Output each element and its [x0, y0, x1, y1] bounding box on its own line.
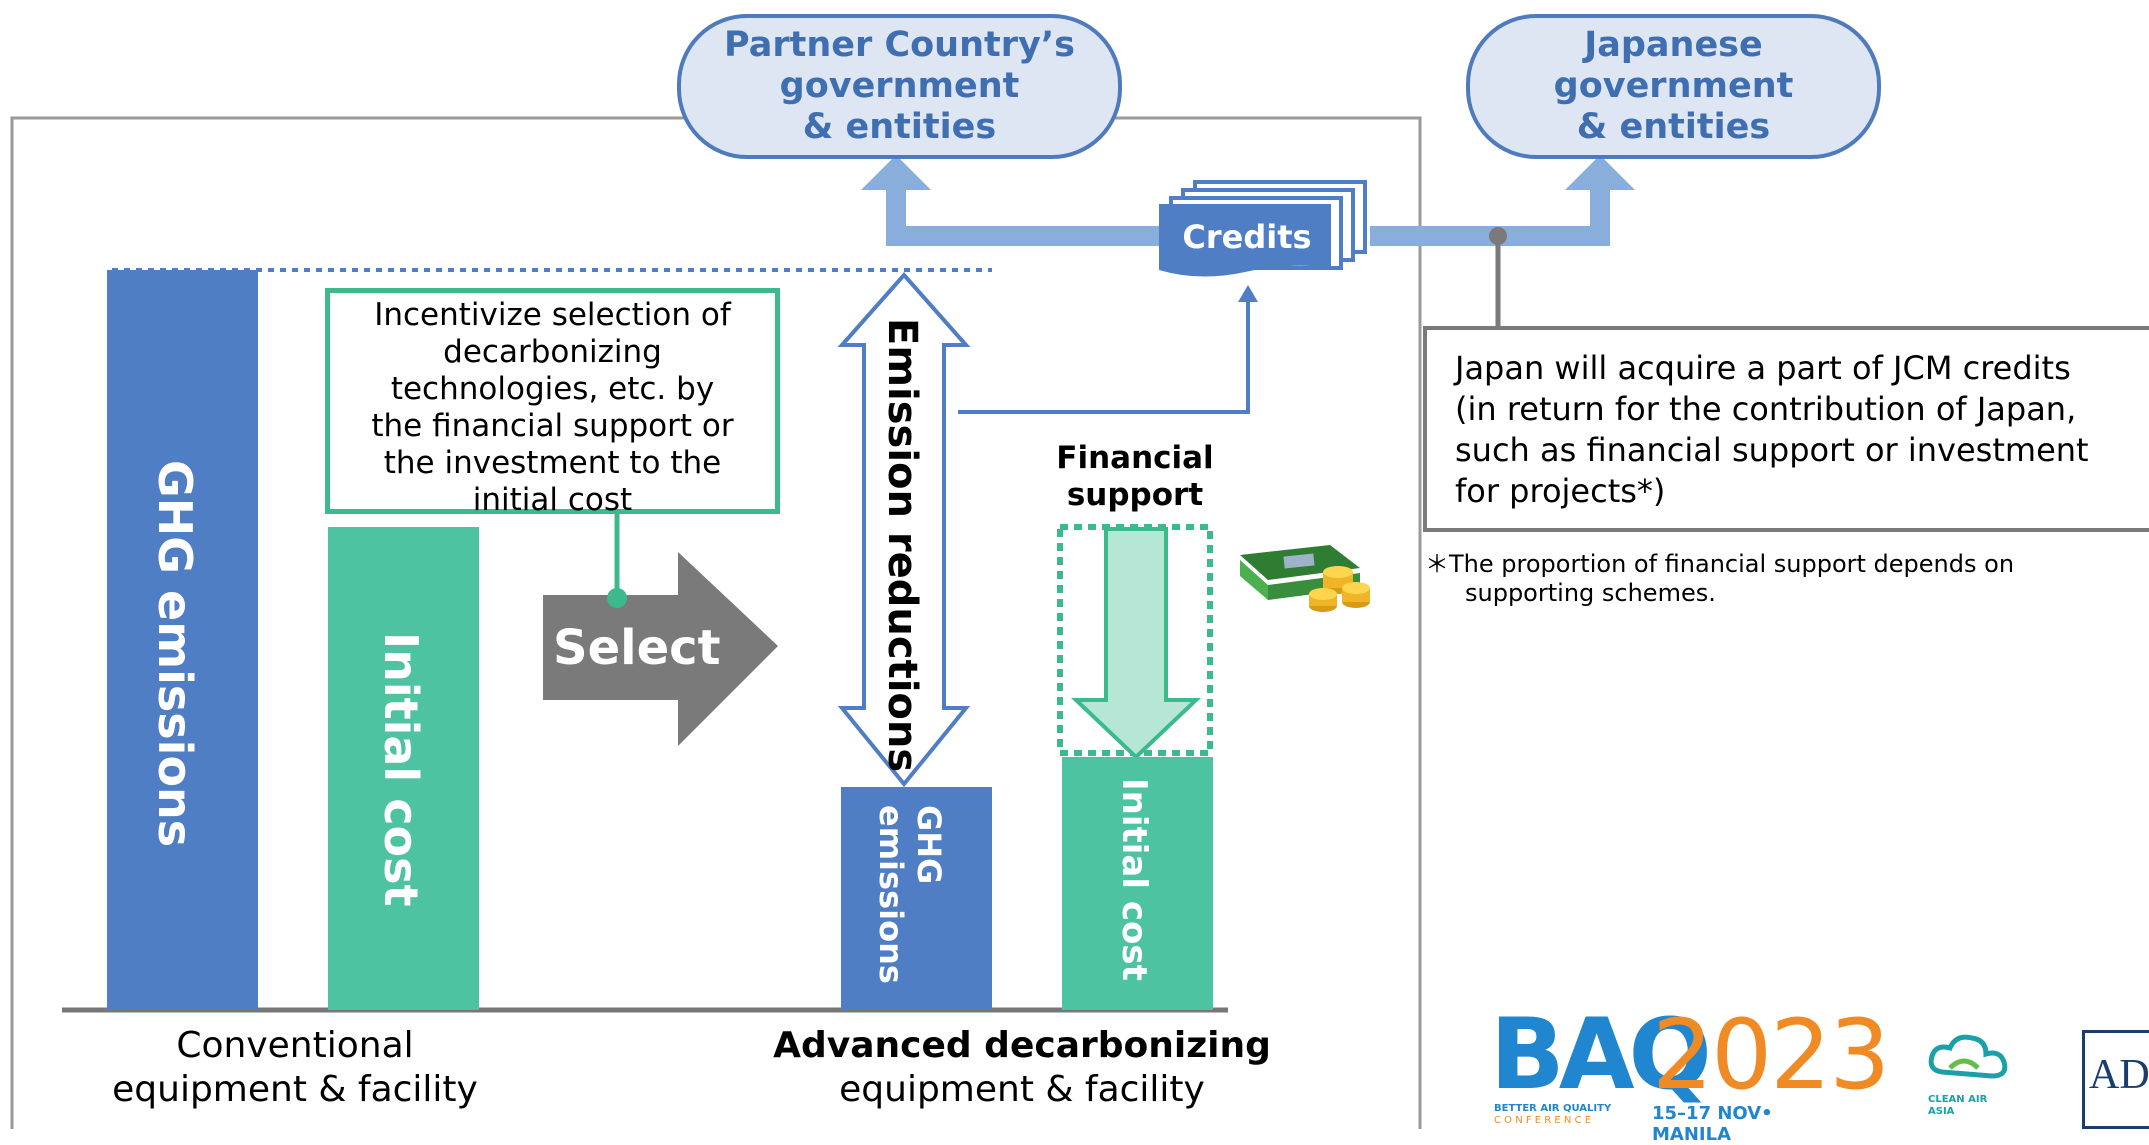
baq-dates: 15–17 NOV• MANILA — [1652, 1103, 1773, 1145]
select-arrow — [543, 552, 778, 746]
note-line1: Japan will acquire a part of JCM credits — [1455, 349, 2071, 387]
baq-sub1: BETTER AIR QUALITY — [1494, 1103, 1612, 1114]
baq-year: 2023 — [1652, 999, 1890, 1111]
incentive-line6: initial cost — [472, 482, 633, 518]
emission-reductions-arrow — [837, 271, 971, 788]
advanced-label: Advanced decarbonizing equipment & facil… — [752, 1024, 1292, 1112]
money-icon — [1240, 545, 1370, 612]
advanced-line1: Advanced decarbonizing — [773, 1025, 1271, 1066]
clean-air-asia-logo: CLEAN AIR ASIA — [1920, 1030, 2020, 1125]
initial-cost-label-right: Initial cost — [1114, 778, 1154, 981]
note-line2: (in return for the contribution of Japan… — [1455, 390, 2077, 428]
baq-logo: BAQ 2023 BETTER AIR QUALITY C O N F E R … — [1490, 998, 1890, 1145]
initial-cost-bar-conventional — [328, 527, 479, 1010]
ghg-emissions-label-left: GHG emissions — [148, 460, 202, 848]
japan-credits-note: Japan will acquire a part of JCM credits… — [1423, 326, 2149, 532]
conventional-line2: equipment & facility — [112, 1069, 478, 1110]
financial-line1: Financial — [1056, 440, 1214, 476]
initial-cost-bar-advanced — [1062, 757, 1213, 1010]
incentive-line3: technologies, etc. by — [390, 371, 715, 407]
cloud-icon — [1928, 1034, 2008, 1079]
ghg-right-line2: emissions — [872, 805, 910, 984]
partner-line2: government — [779, 66, 1020, 106]
ghg-emissions-label-right: GHG emissions — [872, 805, 948, 984]
financial-support-arrow — [1070, 527, 1202, 760]
japan-line2: government — [1553, 66, 1794, 106]
ghg-emissions-bar-conventional — [107, 270, 258, 1010]
credits-stack — [1159, 180, 1367, 277]
ghg-emissions-bar-advanced — [841, 787, 992, 1010]
ghg-right-line1: GHG — [910, 805, 948, 885]
footnote: ＊The proportion of financial support dep… — [1425, 550, 2125, 608]
incentive-dot — [607, 588, 627, 608]
connector-dot — [1489, 227, 1507, 245]
select-label: Select — [553, 620, 721, 676]
financial-line2: support — [1066, 477, 1204, 513]
financial-support-label: Financial support — [1040, 440, 1230, 514]
footnote-line2: supporting schemes. — [1465, 579, 1716, 607]
clean-air-text: CLEAN AIR ASIA — [1928, 1094, 1988, 1117]
baq-sub2: C O N F E R E N C E — [1494, 1115, 1592, 1126]
incentive-line4: the financial support or — [371, 408, 734, 444]
initial-cost-label-left: Initial cost — [374, 632, 428, 907]
adb-text: ADB — [2089, 1052, 2149, 1098]
adb-logo: ADB — [2082, 1030, 2149, 1129]
partner-line1: Partner Country’s — [724, 25, 1075, 65]
incentive-box: Incentivize selection of decarbonizing t… — [325, 288, 780, 518]
japanese-government-oval: Japanese government & entities — [1466, 14, 1881, 159]
note-line3: such as financial support or investment — [1455, 431, 2089, 469]
incentive-line1: Incentivize selection of — [374, 297, 731, 333]
japan-line1: Japanese — [1584, 25, 1763, 65]
conventional-label: Conventional equipment & facility — [110, 1024, 480, 1112]
emission-reductions-label: Emission reductions — [879, 318, 925, 773]
credits-label: Credits — [1182, 218, 1312, 256]
incentive-line5: the investment to the — [383, 445, 722, 481]
incentive-line2: decarbonizing — [443, 334, 662, 370]
note-line4: for projects*) — [1455, 472, 1666, 510]
reduction-to-credits-line — [958, 298, 1250, 414]
partner-government-oval: Partner Country’s government & entities — [677, 14, 1122, 159]
footnote-line1: ＊The proportion of financial support dep… — [1425, 550, 2015, 578]
baq-letters: BAQ — [1490, 998, 1712, 1112]
partner-line3: & entities — [802, 107, 997, 147]
conventional-line1: Conventional — [176, 1025, 414, 1066]
japan-line3: & entities — [1576, 107, 1771, 147]
advanced-line2: equipment & facility — [839, 1069, 1205, 1110]
